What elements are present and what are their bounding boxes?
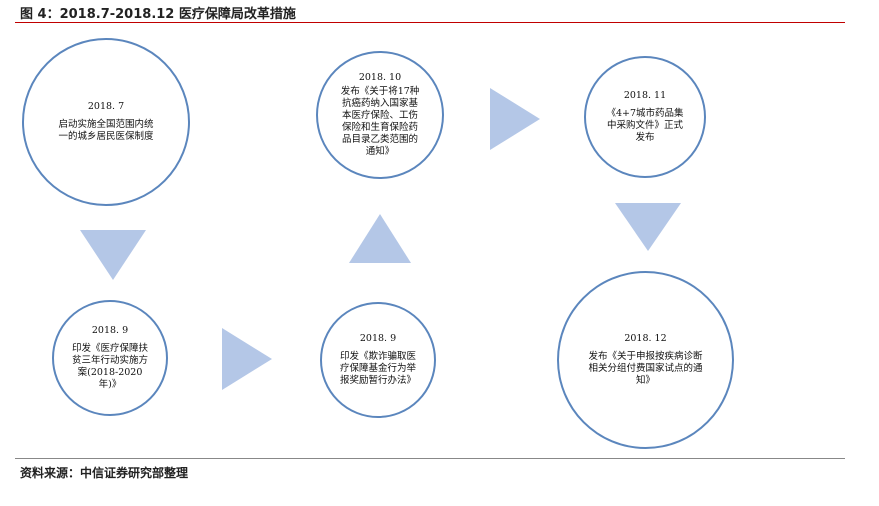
event-text: 发布《关于申报按疾病诊断相关分组付费国家试点的通知》	[588, 351, 703, 386]
event-2018-10: 2018. 10 发布《关于将17种抗癌药纳入国家基本医疗保险、工伤保险和生育保…	[316, 51, 444, 179]
arrow-right-icon	[490, 88, 540, 150]
source-note: 资料来源：中信证券研究部整理	[20, 466, 189, 480]
figure-title: 图 4：2018.7-2018.12 医疗保障局改革措施	[20, 7, 296, 22]
event-date: 2018. 12	[624, 333, 667, 344]
event-date: 2018. 10	[358, 72, 402, 83]
event-2018-7: 2018. 7 启动实施全国范围内统一的城乡居民医保制度	[22, 38, 190, 206]
event-2018-9-b: 2018. 9 印发《欺诈骗取医疗保障基金行为举报奖励暂行办法》	[320, 302, 436, 418]
arrow-right-icon	[222, 328, 272, 390]
event-text: 印发《欺诈骗取医疗保障基金行为举报奖励暂行办法》	[339, 351, 416, 386]
event-text: 《4+7城市药品集中采购文件》正式发布	[606, 108, 684, 143]
event-date: 2018. 9	[91, 325, 129, 336]
event-date: 2018. 11	[623, 90, 667, 101]
event-2018-9-a: 2018. 9 印发《医疗保障扶贫三年行动实施方案(2018-2020年)》	[52, 300, 168, 416]
event-2018-12: 2018. 12 发布《关于申报按疾病诊断相关分组付费国家试点的通知》	[557, 271, 734, 449]
footer-rule	[15, 458, 845, 459]
arrow-up-icon	[349, 214, 411, 263]
event-date: 2018. 7	[87, 101, 125, 112]
header-rule	[15, 22, 845, 23]
event-text: 发布《关于将17种抗癌药纳入国家基本医疗保险、工伤保险和生育保险药品目录乙类范围…	[340, 86, 420, 157]
arrow-down-icon	[80, 230, 146, 280]
event-2018-11: 2018. 11 《4+7城市药品集中采购文件》正式发布	[584, 56, 706, 178]
arrow-down-icon	[615, 203, 681, 251]
event-date: 2018. 9	[359, 333, 397, 344]
event-text: 启动实施全国范围内统一的城乡居民医保制度	[58, 119, 154, 142]
event-text: 印发《医疗保障扶贫三年行动实施方案(2018-2020年)》	[71, 343, 148, 390]
